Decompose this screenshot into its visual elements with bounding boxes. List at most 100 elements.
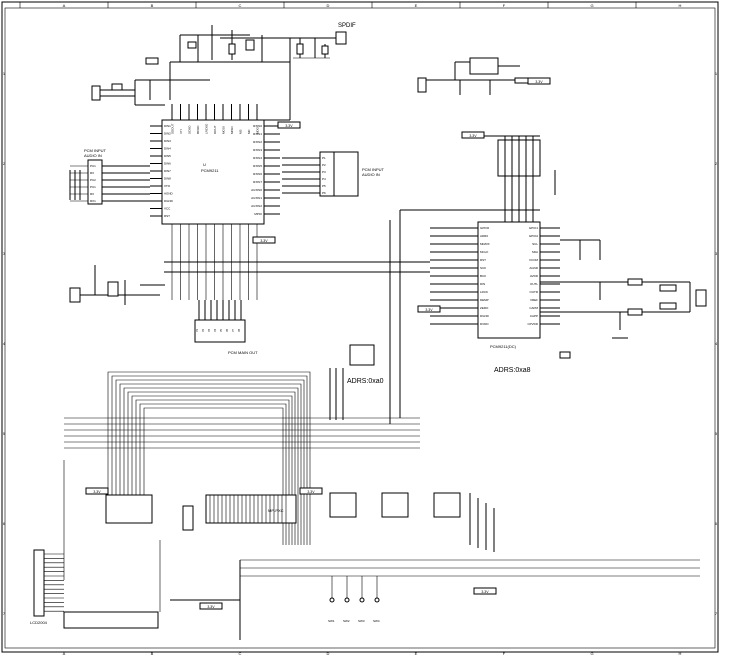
dac-left-pin: GPIO0: [480, 226, 490, 230]
pcm-left-pin: RST: [164, 214, 170, 218]
dac-right-pin: GPIO2: [529, 234, 539, 238]
net-tag: 3.3V: [535, 80, 543, 84]
switch-label: SW3: [358, 619, 365, 623]
dac-right-pin: AGND: [529, 266, 539, 270]
pcm-top-pin: BCKO: [196, 125, 200, 134]
frame-col-bottom-D: D: [327, 651, 330, 656]
pcm-chip-name: PCM9211: [201, 168, 219, 173]
pcm-top-pin: MS: [239, 130, 243, 135]
frame-col-bottom-B: B: [151, 651, 154, 656]
frame-col-bottom-E: E: [415, 651, 418, 656]
pcm-left-pin: DIN6: [164, 162, 171, 166]
switch-label: SW1: [328, 619, 335, 623]
out-header-pin: P6: [226, 328, 229, 332]
frame-col-bottom-F: F: [503, 651, 506, 656]
pcm-left-pin: DIN1: [164, 124, 171, 128]
out-header-pin: P1: [196, 328, 199, 332]
frame-row-left-7: 7: [3, 611, 6, 616]
pcm-main-out-label: PCM MAIN OUT: [228, 350, 258, 355]
eeprom-chip: ADRS:0xa0: [329, 344, 384, 420]
frame-row-right-5: 5: [715, 431, 718, 436]
pcm-right-pin: RXIN4: [253, 156, 262, 160]
right-header-pin: P1: [322, 156, 326, 160]
dac-right-pin: OUTL: [530, 282, 538, 286]
net-tag: 3.3V: [425, 308, 433, 312]
pcm-left-pin: VCC: [164, 207, 171, 211]
frame-col-bottom-H: H: [679, 651, 682, 656]
frame-col-top-H: H: [679, 3, 682, 8]
right-header-pin: P5: [322, 184, 326, 188]
pcm-top-pin: MDO: [256, 126, 260, 134]
right-header-pin: P4: [322, 177, 326, 181]
dac-left-pin: DVDD: [480, 322, 489, 326]
pcm-top-pin: SCKO: [188, 125, 192, 134]
net-tag: 3.3V: [207, 605, 215, 609]
pcm-top-pin: DOUT: [213, 125, 217, 134]
frame-row-left-3: 3: [3, 251, 6, 256]
out-header-pin: P4: [214, 328, 217, 332]
adrs-0xa8-label: ADRS:0xa8: [494, 367, 531, 374]
net-tag: 3.3V: [285, 124, 293, 128]
frame-col-top-D: D: [327, 3, 330, 8]
frame-col-bottom-C: C: [239, 651, 242, 656]
pcm-top-pin: LRCKO: [205, 123, 209, 134]
dac-right-pin: CPVDD: [527, 322, 538, 326]
lcd-label: LCD2004: [30, 620, 48, 625]
mpx-label: MP-PXC: [268, 508, 284, 513]
spdif-output-block: SPDIF: [170, 23, 356, 121]
frame-row-left-2: 2: [3, 161, 6, 166]
frame-col-top-B: B: [151, 3, 154, 8]
net-tag: 3.3V: [260, 239, 268, 243]
left-header-pin: PU1: [90, 164, 96, 168]
drawing-frame: [1, 1, 719, 653]
right-header-pin: P2: [322, 163, 326, 167]
dac-right-pin: OUTR: [530, 290, 539, 294]
pcm-top-pin: XTI: [179, 129, 183, 134]
right-header-pin: P3: [322, 170, 326, 174]
frame-col-top-C: C: [239, 3, 242, 8]
pcm-input-left-title: PCM INPUT: [84, 148, 107, 153]
frame-col-top-F: F: [503, 3, 506, 8]
bus-wiring: [63, 209, 700, 640]
pcm-left-pin: DIN2: [164, 132, 171, 136]
pcm-input-right-sub: AUDIO IN: [362, 172, 380, 177]
pcm-input-left-sub: AUDIO IN: [84, 153, 102, 158]
switch-label: SW4: [373, 619, 380, 623]
out-header-pin: P2: [202, 328, 205, 332]
out-header-pin: P3: [208, 328, 211, 332]
dac-right-pin: AVDD: [530, 274, 539, 278]
frame-row-right-4: 4: [715, 341, 718, 346]
frame-col-top-A: A: [63, 3, 66, 8]
net-tag: 3.3V: [93, 490, 101, 494]
pcm-right-pin: RXIN7: [253, 180, 262, 184]
dac-chip: PCM9211(DC) ADRS:0xa8 GPIO0ADR0MD/RXMCLK…: [430, 221, 560, 374]
dac-right-pin: SDA: [532, 250, 538, 254]
frame-col-bottom-G: G: [590, 651, 593, 656]
left-header-pin: PU1: [90, 185, 96, 189]
pcm-left-pin: DIN5: [164, 154, 171, 158]
pcm-left-pin: DGND: [164, 199, 174, 203]
pcm-right-pin: RXIN6: [253, 172, 262, 176]
pcm-right-pin: RXIN3: [253, 148, 262, 152]
lower-connectors: MP-PXC: [85, 487, 323, 531]
dac-left-pin: BCK: [480, 274, 486, 278]
dac-left-pin: RST: [480, 258, 486, 262]
frame-row-left-4: 4: [3, 341, 6, 346]
crystal-block: [69, 265, 165, 305]
pcm-chip-ref: U: [203, 162, 206, 167]
dac-left-pin: DIN: [480, 282, 485, 286]
pcm-left-pin: DIN8: [164, 177, 171, 181]
dac-left-pin: DEMP: [480, 298, 489, 302]
left-header-pin: RX: [90, 171, 94, 175]
pcm-right-pin: AUXIN2: [251, 204, 262, 208]
left-header-pin: RX1: [90, 199, 96, 203]
frame-row-right-7: 7: [715, 611, 718, 616]
net-tag: 3.3V: [481, 590, 489, 594]
pcm-top-pin: MISO: [230, 126, 234, 134]
